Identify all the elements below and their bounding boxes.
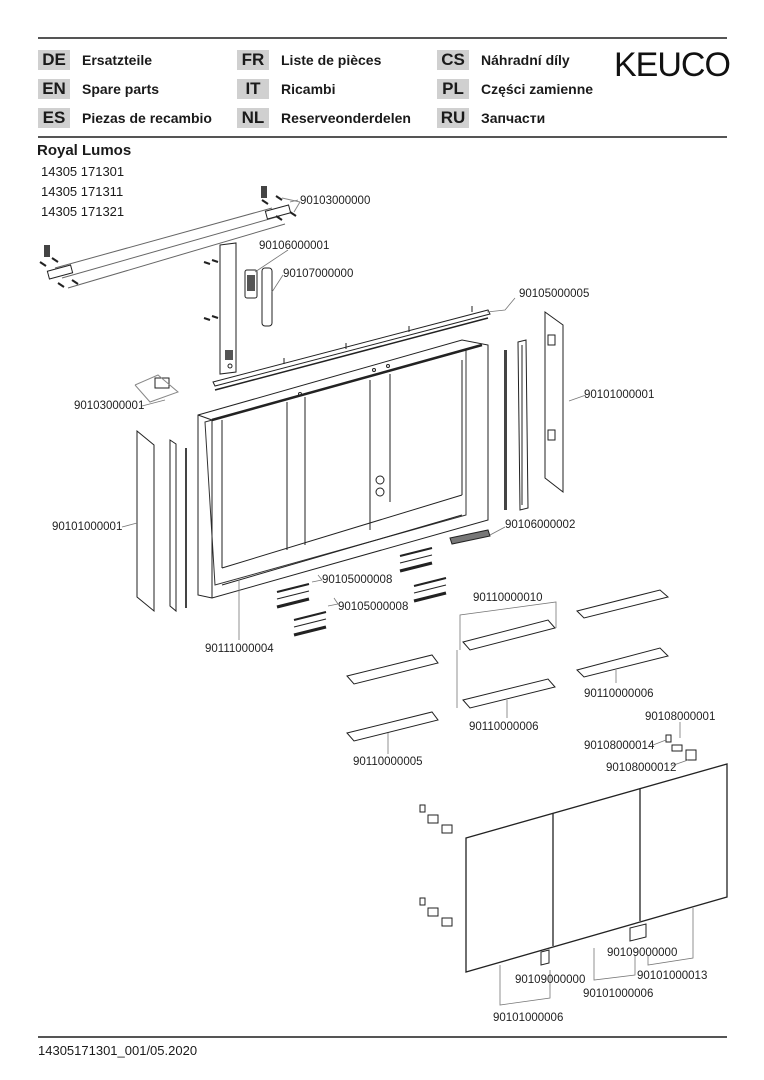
part-label: 90108000001 [645, 711, 715, 723]
lang-row-pl: PL Części zamienne [437, 79, 593, 99]
shelf [346, 711, 439, 742]
lang-code: CS [437, 50, 469, 70]
product-variant: 14305 171321 [41, 204, 125, 219]
header-bottom-rule [38, 136, 727, 138]
product-variant: 14305 171301 [41, 164, 125, 179]
part-label: 90111000004 [205, 643, 274, 655]
document-id: 14305171301_001/05.2020 [38, 1043, 198, 1058]
shelf [576, 589, 670, 619]
product-variant: 14305 171311 [41, 184, 124, 199]
part-label: 90105000008 [322, 574, 392, 586]
part-label: 90109000000 [607, 947, 677, 959]
part-label: 90101000006 [493, 1012, 563, 1024]
part-label: 90110000010 [473, 592, 543, 604]
part-label: 90106000002 [505, 519, 575, 531]
part-label: 90107000000 [283, 268, 353, 280]
lang-label: Ricambi [281, 81, 336, 97]
part-label: 90101000001 [52, 521, 122, 533]
lang-label: Części zamienne [481, 81, 594, 97]
shelves [346, 589, 670, 742]
part-label: 90110000006 [584, 688, 654, 700]
side-panel-left [136, 429, 155, 613]
hinge-group [665, 734, 697, 761]
lang-code: ES [38, 108, 70, 128]
lang-label: Liste de pièces [281, 52, 382, 68]
door-hinges-left [419, 804, 453, 927]
part-label: 90101000006 [583, 988, 653, 1000]
part-label: 90105000005 [519, 288, 589, 300]
part-label: 90103000001 [74, 400, 144, 412]
shelf [346, 654, 439, 685]
led-profile-group [276, 547, 447, 637]
lang-row-en: EN Spare parts [38, 79, 159, 99]
product-title: Royal Lumos [37, 142, 132, 159]
lang-row-nl: NL Reserveonderdelen [237, 108, 411, 128]
brand-logo: KEUCO [614, 46, 731, 84]
part-label: 90110000005 [353, 756, 423, 768]
wall-bracket [134, 374, 179, 403]
side-panel-right [544, 311, 564, 494]
part-label: 90109000000 [515, 974, 585, 986]
control-module [244, 269, 258, 299]
header-top-rule [38, 37, 727, 39]
lang-row-it: IT Ricambi [237, 79, 335, 99]
control-panel [203, 242, 237, 375]
panel-cover [261, 267, 273, 327]
lang-row-fr: FR Liste de pièces [237, 50, 381, 70]
lang-code: FR [237, 50, 269, 70]
bottom-light-module [449, 529, 491, 545]
shelf [462, 678, 556, 709]
lang-code: NL [237, 108, 269, 128]
part-label: 90108000012 [606, 762, 676, 774]
shelf [462, 619, 556, 651]
part-label: 90105000008 [338, 601, 408, 613]
side-profile-right [517, 339, 529, 511]
part-label: 90101000001 [584, 389, 654, 401]
leader-lines [121, 199, 694, 1006]
lang-row-cs: CS Náhradní díly [437, 50, 570, 70]
lang-label: Reserveonderdelen [281, 110, 411, 126]
led-strip-right [504, 350, 507, 510]
side-profile-left [169, 439, 177, 613]
lang-label: Запчасти [481, 110, 546, 126]
lang-label: Piezas de recambio [82, 110, 212, 126]
part-label: 90103000000 [300, 195, 370, 207]
lang-row-de: DE Ersatzteile [38, 50, 152, 70]
lang-code: RU [437, 108, 469, 128]
lang-label: Ersatzteile [82, 52, 153, 68]
lang-row-es: ES Piezas de recambio [38, 108, 212, 128]
part-label: 90108000014 [584, 740, 655, 752]
led-strip-left [185, 448, 187, 608]
top-mounting-rail [39, 186, 301, 289]
lang-label: Spare parts [82, 81, 160, 97]
lang-code: DE [38, 50, 70, 70]
mirror-doors [465, 763, 728, 973]
part-label: 90101000013 [637, 970, 707, 982]
part-label: 90106000001 [259, 240, 329, 252]
lang-row-ru: RU Запчасти [437, 108, 545, 128]
lang-code: IT [237, 79, 269, 99]
shelf [576, 647, 669, 678]
part-label: 90110000006 [469, 721, 539, 733]
top-led-bar [212, 306, 491, 391]
cabinet-body [197, 339, 489, 599]
lang-code: PL [437, 79, 469, 99]
lang-code: EN [38, 79, 70, 99]
footer-rule [38, 1036, 727, 1038]
lang-label: Náhradní díly [481, 52, 570, 68]
